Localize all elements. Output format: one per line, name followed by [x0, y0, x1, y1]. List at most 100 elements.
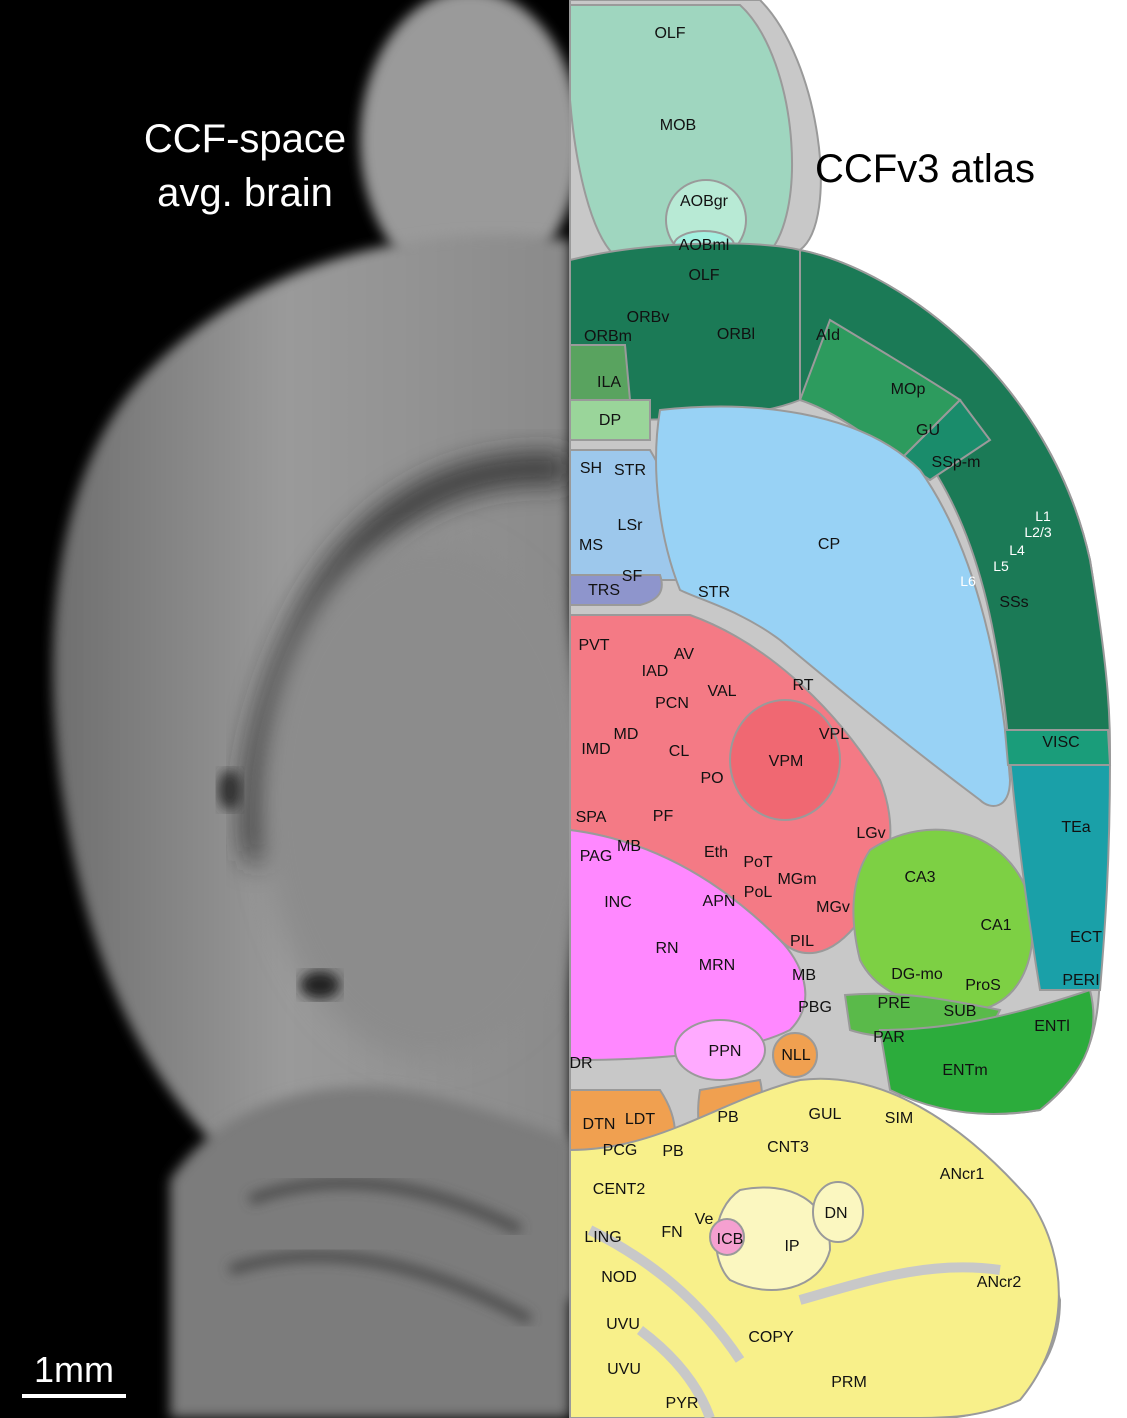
region-label: PCN [655, 696, 689, 712]
region-label: DG-mo [891, 967, 943, 983]
region-label: CP [818, 537, 840, 553]
region-label: SSs [999, 595, 1028, 611]
average-brain-title: CCF-space avg. brain [130, 112, 360, 220]
region-label: SIM [885, 1111, 913, 1127]
region-label: PAR [873, 1030, 905, 1046]
region-label: VPL [819, 727, 849, 743]
region-label: ORBl [717, 327, 755, 343]
region-label: GU [916, 423, 940, 439]
region-label: MRN [699, 958, 735, 974]
region-label: MD [614, 727, 639, 743]
region-label: PVT [578, 638, 609, 654]
region-label: MGm [777, 872, 816, 888]
region-label: MGv [816, 900, 850, 916]
region-label: PB [717, 1110, 738, 1126]
region-label: ILA [597, 375, 621, 391]
region-label: CL [669, 744, 689, 760]
region-label: SF [622, 569, 642, 585]
region-label: SPA [576, 810, 607, 826]
region-label: NOD [601, 1270, 637, 1286]
region-label: LSr [618, 518, 643, 534]
region-label: L2/3 [1024, 524, 1051, 540]
region-label: AV [674, 647, 694, 663]
region-label: TEa [1061, 820, 1090, 836]
region-label: COPY [748, 1330, 793, 1346]
region-label: PAG [580, 849, 613, 865]
region-label: TRS [588, 583, 620, 599]
scale-bar-label: 1mm [22, 1350, 126, 1390]
region-label: ANcr1 [940, 1167, 984, 1183]
region-label: AOBgr [680, 194, 728, 210]
region-label: MB [792, 968, 816, 984]
region-label: PRM [831, 1375, 867, 1391]
region-label: AOBml [679, 238, 730, 254]
region-label: PERI [1062, 973, 1099, 989]
region-label: SSp-m [932, 455, 981, 471]
region-label: PO [700, 771, 723, 787]
region-label: CNT3 [767, 1140, 809, 1156]
region-label: CA1 [980, 918, 1011, 934]
region-label: PPN [709, 1044, 742, 1060]
region-label: L6 [960, 573, 976, 589]
average-brain-title-line2: avg. brain [130, 166, 360, 220]
region-label: MOp [891, 382, 926, 398]
region-label: STR [698, 585, 730, 601]
region-label: SH [580, 461, 602, 477]
region-label: INC [604, 895, 632, 911]
ila-region [570, 345, 630, 400]
region-label: DP [599, 413, 621, 429]
region-label: ENTl [1034, 1019, 1070, 1035]
region-label: NLL [781, 1048, 810, 1064]
region-label: MS [579, 538, 603, 554]
region-label: CENT2 [593, 1182, 645, 1198]
atlas-title: CCFv3 atlas [800, 142, 1050, 196]
region-label: L1 [1035, 508, 1051, 524]
region-label: OLF [688, 268, 719, 284]
region-label: LING [584, 1230, 621, 1246]
region-label: ORBm [584, 329, 632, 345]
region-label: PYR [666, 1396, 699, 1412]
region-label: ProS [965, 978, 1001, 994]
region-label: OLF [654, 26, 685, 42]
region-label: Eth [704, 845, 728, 861]
region-label: IP [784, 1239, 799, 1255]
region-label: DTN [583, 1117, 616, 1133]
region-label: RT [792, 678, 813, 694]
region-label: FN [661, 1225, 682, 1241]
region-label: GUL [809, 1107, 842, 1123]
region-label: ANcr2 [977, 1275, 1021, 1291]
region-label: APN [703, 894, 736, 910]
region-label: PCG [603, 1143, 638, 1159]
region-label: L5 [993, 558, 1009, 574]
region-label: VPM [769, 754, 804, 770]
scale-bar [22, 1394, 126, 1398]
region-label: ICB [717, 1232, 744, 1248]
region-label: VISC [1042, 735, 1079, 751]
region-label: LDT [625, 1112, 655, 1128]
region-label: PBG [798, 1000, 832, 1016]
region-label: PIL [790, 934, 814, 950]
region-label: PF [653, 809, 673, 825]
region-label: SUB [944, 1004, 977, 1020]
region-label: DR [569, 1056, 592, 1072]
region-label: RN [655, 941, 678, 957]
average-brain-title-line1: CCF-space [130, 112, 360, 166]
region-label: ECT [1070, 930, 1102, 946]
region-label: MB [617, 839, 641, 855]
region-label: ENTm [942, 1063, 987, 1079]
region-label: AId [816, 328, 840, 344]
region-label: DN [824, 1206, 847, 1222]
region-label: UVU [607, 1362, 641, 1378]
region-label: UVU [606, 1317, 640, 1333]
region-label: MOB [660, 118, 696, 134]
region-label: Ve [695, 1212, 714, 1228]
region-label: IAD [642, 664, 669, 680]
region-label: L4 [1009, 542, 1025, 558]
region-label: PRE [878, 996, 911, 1012]
region-label: PoL [744, 885, 772, 901]
region-label: PB [662, 1144, 683, 1160]
region-label: VAL [707, 684, 736, 700]
region-label: STR [614, 463, 646, 479]
region-label: CA3 [904, 870, 935, 886]
